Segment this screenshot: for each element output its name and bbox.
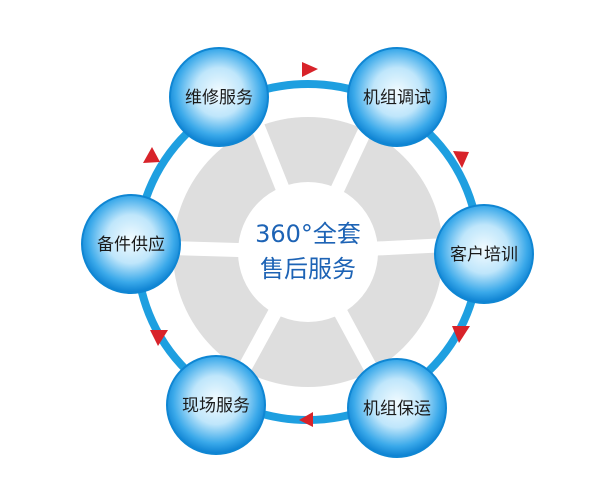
node-upkeep: 机组保运: [347, 358, 447, 458]
node-commissioning: 机组调试: [347, 47, 447, 147]
node-spares: 备件供应: [81, 194, 181, 294]
node-label-maintenance: 维修服务: [185, 88, 253, 108]
center-title-line1: 360°全套: [255, 220, 361, 248]
arrow-icon: [299, 412, 313, 427]
node-maintenance: 维修服务: [169, 47, 269, 147]
node-label-commissioning: 机组调试: [363, 88, 431, 108]
arrow-icon: [452, 326, 470, 343]
cycle-arrows: [143, 62, 470, 427]
center-title-line2: 售后服务: [260, 255, 356, 283]
node-training: 客户培训: [434, 204, 534, 304]
node-label-upkeep: 机组保运: [363, 399, 431, 419]
node-label-onsite: 现场服务: [182, 396, 250, 416]
central-hub: 360°全套 售后服务: [169, 117, 449, 387]
arrow-icon: [302, 62, 318, 77]
arrow-icon: [150, 330, 168, 346]
node-onsite: 现场服务: [166, 355, 266, 455]
arrow-icon: [143, 147, 160, 163]
node-label-training: 客户培训: [450, 245, 518, 265]
node-label-spares: 备件供应: [97, 235, 165, 255]
arrow-icon: [453, 151, 469, 168]
